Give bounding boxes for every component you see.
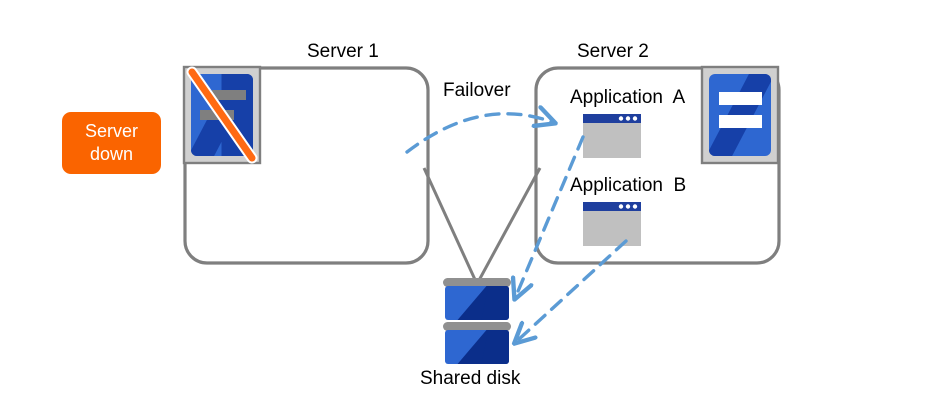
application-a-label: Application A	[570, 87, 686, 108]
failover-label: Failover	[443, 80, 511, 101]
app-a-to-disk-arrow	[516, 135, 585, 296]
status-badge-line2: down	[89, 144, 134, 164]
shared-disk-label: Shared disk	[420, 368, 521, 389]
shared-disk-icon	[443, 278, 511, 364]
server-icon	[700, 65, 780, 165]
status-badge-line1: Server	[84, 121, 138, 141]
server-icon-down	[182, 65, 262, 165]
app-window-icon	[583, 114, 641, 158]
failover-arrow	[405, 114, 552, 154]
status-badge-server-down: Server down	[62, 112, 161, 174]
application-b-label: Application B	[570, 175, 687, 196]
server2-title: Server 2	[577, 41, 649, 62]
app-window-icon	[583, 202, 641, 246]
app-b-to-disk-arrow	[517, 239, 628, 341]
disk-connector-lines	[422, 167, 542, 285]
server1-title: Server 1	[307, 41, 379, 62]
